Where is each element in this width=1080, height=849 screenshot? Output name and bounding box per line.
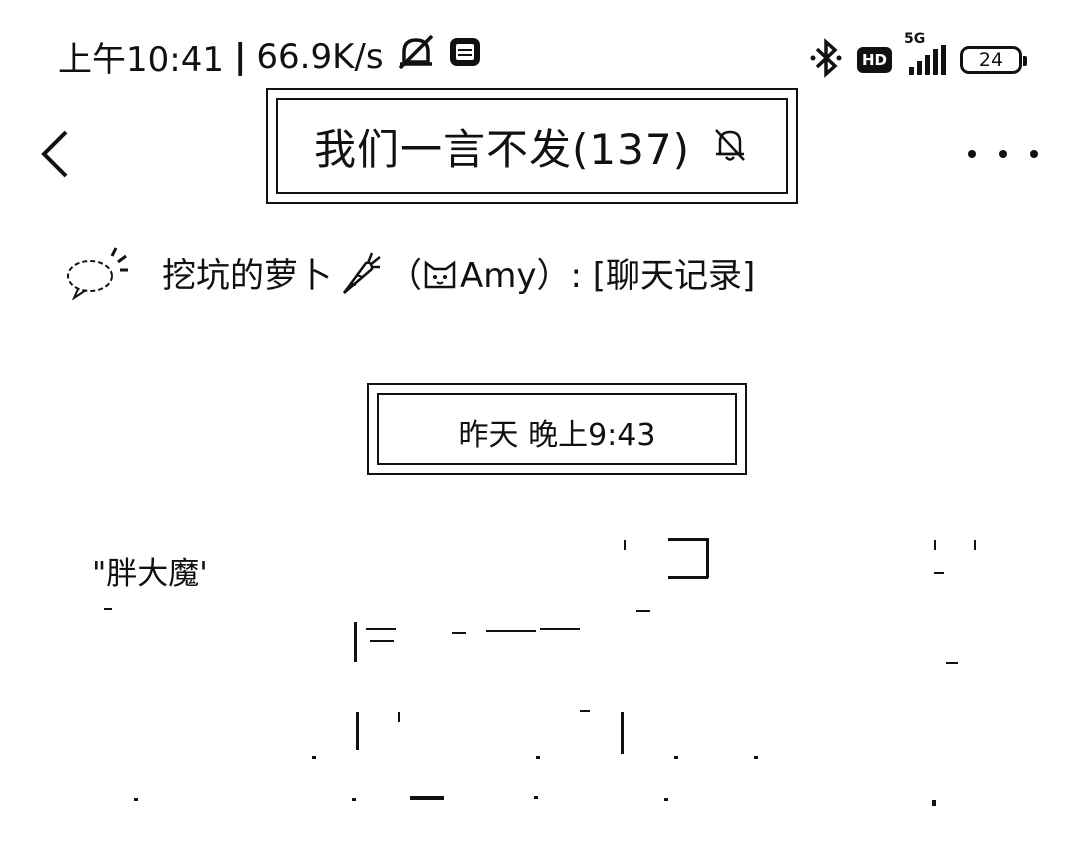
pinned-message[interactable]: 挖坑的萝卜 （ Amy）: [聊天记录] [66, 244, 755, 309]
speech-bubble-icon [66, 244, 132, 309]
time-divider: 昨天 晚上9:43 [458, 418, 656, 453]
status-left: 上午10:41 | 66.9K/s [58, 32, 482, 81]
chat-title: 我们一言不发(137) [314, 124, 690, 174]
pinned-text: 挖坑的萝卜 （ Amy）: [聊天记录] [162, 248, 755, 306]
pinned-name: 挖坑的萝卜 [162, 255, 332, 296]
bell-off-icon [710, 124, 750, 168]
status-bar: 上午10:41 | 66.9K/s HD [0, 0, 1080, 120]
network-type: 5G [904, 31, 926, 47]
sender-name: "胖大魔' [92, 556, 208, 592]
more-button[interactable] [968, 132, 1038, 176]
battery-icon: 24 [960, 46, 1027, 74]
bluetooth-icon [809, 38, 843, 82]
more-dot [968, 150, 976, 158]
chat-title-frame[interactable]: 我们一言不发(137) [266, 88, 798, 204]
hd-icon: HD [856, 47, 892, 73]
time-divider-frame: 昨天 晚上9:43 [367, 383, 747, 475]
pinned-nickname: Amy [460, 255, 537, 296]
status-separator: | [233, 36, 247, 77]
status-time: 上午10:41 [58, 40, 224, 80]
more-dot [999, 150, 1007, 158]
chevron-left-icon [41, 130, 68, 178]
pinned-open-paren: （ [388, 255, 422, 296]
status-net-speed: 66.9K/s [256, 36, 384, 77]
carrot-emoji [338, 249, 382, 306]
chat-title-box: 我们一言不发(137) [276, 98, 788, 194]
battery-level: 24 [978, 49, 1004, 71]
time-divider-box: 昨天 晚上9:43 [377, 393, 737, 465]
pinned-tail: ）: [聊天记录] [536, 255, 756, 296]
cat-emoji [422, 255, 458, 300]
app-notification-icon [448, 36, 482, 77]
back-button[interactable] [30, 122, 90, 182]
alarm-off-icon [396, 34, 436, 79]
signal-icon: 5G [904, 31, 946, 75]
status-right: HD 5G 24 [795, 31, 1027, 82]
more-dot [1030, 150, 1038, 158]
